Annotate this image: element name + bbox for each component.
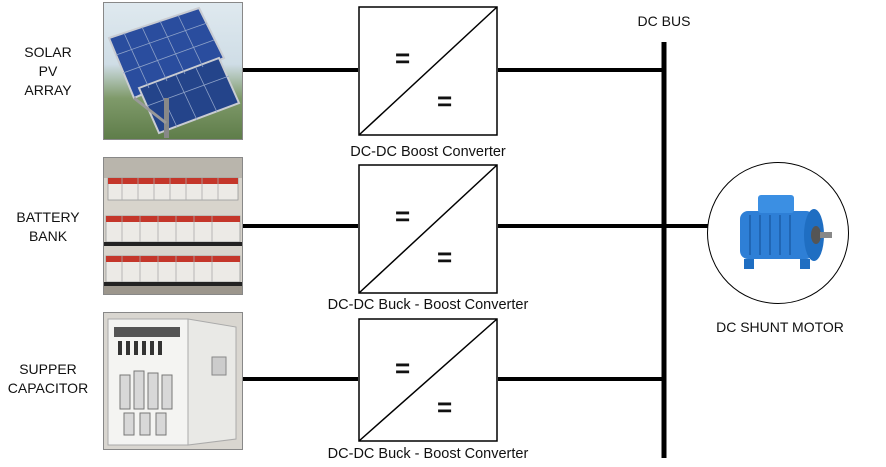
supercapacitor-cabinet-drawing bbox=[104, 313, 242, 449]
source-label-battery: BATTERY BANK bbox=[16, 209, 80, 244]
battery-bank-photo bbox=[103, 157, 243, 295]
converter-2-dc-out-symbol: = bbox=[437, 242, 453, 272]
solar-panel-drawing bbox=[107, 6, 241, 138]
dc-motor-photo bbox=[740, 195, 832, 269]
motor-circle bbox=[707, 162, 849, 304]
converter-3-label: DC-DC Buck - Boost Converter bbox=[327, 446, 529, 462]
supercapacitor-cabinet-photo bbox=[103, 312, 243, 450]
converter-1-label: DC-DC Boost Converter bbox=[350, 144, 506, 160]
motor-label: DC SHUNT MOTOR bbox=[716, 319, 844, 335]
source-label-capacitor: SUPPER CAPACITOR bbox=[7, 361, 89, 396]
source-label-solar: SOLAR PV ARRAY bbox=[24, 44, 72, 98]
converter-1-boost: = = bbox=[358, 6, 498, 136]
converter-3-buck-boost: = = bbox=[358, 318, 498, 448]
converter-1-dc-out-symbol: = bbox=[437, 86, 453, 116]
converter-3-dc-out-symbol: = bbox=[437, 392, 453, 422]
battery-bank-drawing bbox=[104, 158, 242, 294]
converter-2-label: DC-DC Buck - Boost Converter bbox=[327, 297, 529, 313]
converter-2-dc-in-symbol: = bbox=[395, 201, 411, 231]
dc-bus-label: DC BUS bbox=[637, 13, 691, 29]
converter-2-buck-boost: = = bbox=[358, 164, 498, 294]
solar-panel-photo bbox=[103, 2, 243, 140]
converter-1-dc-in-symbol: = bbox=[395, 43, 411, 73]
converter-3-dc-in-symbol: = bbox=[395, 353, 411, 383]
